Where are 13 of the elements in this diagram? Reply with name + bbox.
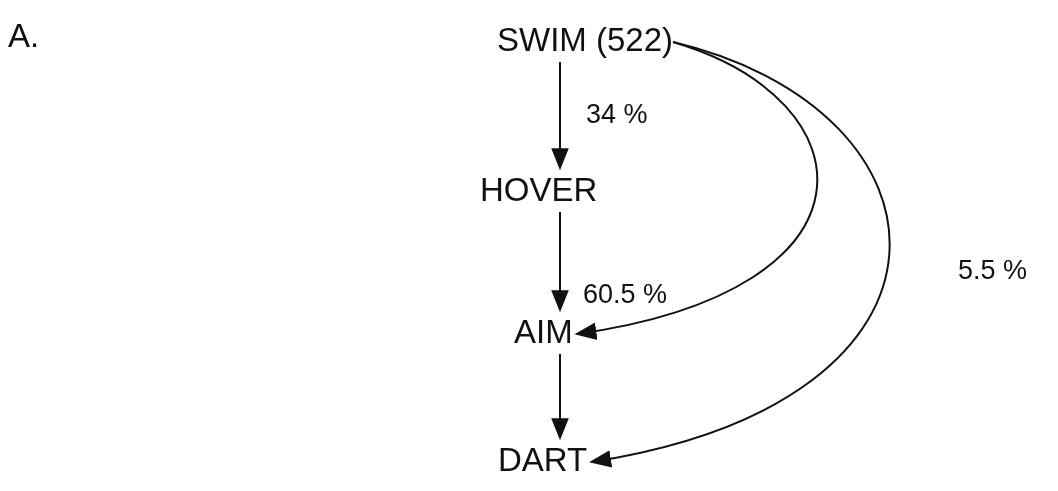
edge-label: 5.5 % [958, 254, 1028, 286]
arrow [551, 353, 569, 441]
state-label: AIM [514, 312, 573, 352]
edge-label: 34 % [586, 98, 648, 130]
arrow [551, 211, 569, 313]
arrow [574, 41, 818, 339]
state-label: SWIM (522) [497, 20, 674, 60]
state-label: DART [498, 440, 588, 480]
state-label: HOVER [480, 170, 598, 210]
panel-label: A. [8, 20, 40, 52]
arrow [589, 41, 891, 467]
edge-label: 60.5 % [583, 278, 668, 310]
arrow [551, 61, 569, 171]
